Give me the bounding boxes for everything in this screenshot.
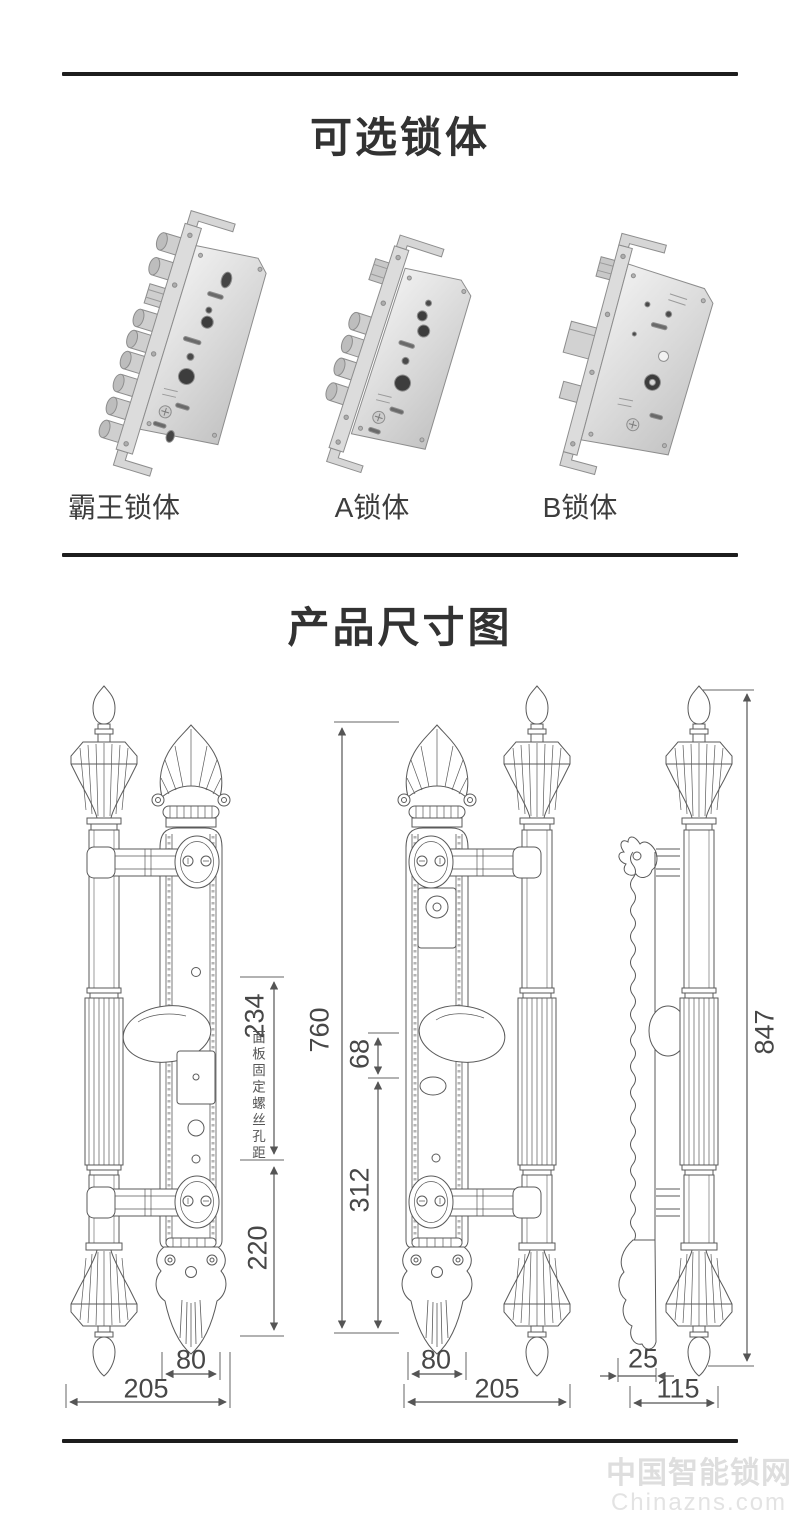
lock-body-image-a (325, 234, 472, 474)
dim-label-plate-width-left: 80 (175, 1344, 207, 1375)
dim-label-plate-width-mid: 80 (420, 1344, 452, 1375)
dim-label-lower-section: 312 (344, 1167, 375, 1213)
dim-note-screw-holes: 面板固定螺丝孔距 (250, 1030, 265, 1162)
lock-body-image-bawang (98, 209, 267, 477)
dim-label-total-width-mid: 205 (474, 1373, 520, 1404)
watermark-site-url: Chinazns.com (610, 1488, 788, 1516)
lock-body-label-a: A锁体 (334, 492, 410, 523)
dim-label-profile-depth: 115 (656, 1373, 700, 1404)
separator-line-middle (62, 553, 738, 557)
section-title-dimensions: 产品尺寸图 (287, 604, 513, 651)
drawing-side-view (618, 685, 733, 1377)
lock-body-image-b (558, 232, 714, 476)
dimension-lines (65, 689, 754, 1408)
separator-line-bottom (62, 1439, 738, 1443)
separator-line-top (62, 72, 738, 76)
watermark: 中国智能锁网 Chinazns.com (606, 1458, 792, 1515)
dim-label-plate-height: 760 (304, 1007, 335, 1053)
lock-body-label-bawang: 霸王锁体 (67, 492, 181, 523)
dim-label-bottom-span: 220 (242, 1225, 273, 1271)
dim-label-handle-total: 847 (749, 1009, 780, 1055)
drawing-front-left (70, 685, 231, 1377)
drawing-front-middle (397, 685, 571, 1377)
dim-label-profile-thickness: 25 (627, 1343, 659, 1374)
dim-label-total-width-left: 205 (123, 1373, 169, 1404)
dim-label-knob-offset: 68 (344, 1038, 375, 1070)
lock-body-label-b: B锁体 (542, 492, 618, 523)
section-title-lock-bodies: 可选锁体 (309, 114, 490, 161)
watermark-site-name: 中国智能锁网 (606, 1457, 792, 1490)
